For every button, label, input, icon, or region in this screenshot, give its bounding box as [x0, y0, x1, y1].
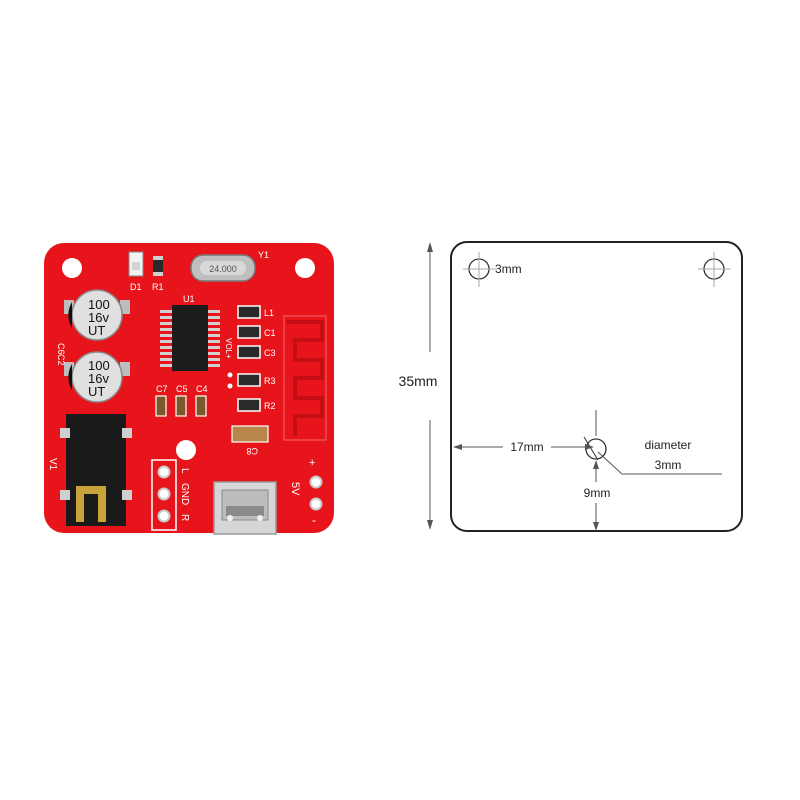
r1-label: R1: [152, 282, 164, 292]
right-components: [237, 305, 261, 412]
v1-label: V1: [47, 458, 58, 471]
pcb-board: D1 R1 24.000 Y1 U1 L1 C1 C3: [44, 243, 334, 535]
r3-label: R3: [264, 376, 276, 386]
hole-top-right: [698, 252, 731, 287]
height-dimension: [427, 242, 433, 530]
c8-component: [231, 425, 269, 443]
cap-c2-line3: UT: [88, 384, 105, 399]
cap-c6-line2: 16v: [88, 310, 109, 325]
led-label: D1: [130, 282, 142, 292]
plus-label: +: [309, 457, 315, 469]
micro-usb-port: [213, 481, 277, 535]
vertical-dimension: [593, 410, 599, 531]
antenna-trace: [287, 320, 324, 436]
horizontal-dimension: [453, 444, 594, 450]
diameter-label: diameter: [645, 438, 692, 452]
r2-label: R2: [264, 401, 276, 411]
c6-label: C6: [56, 343, 66, 355]
power-label: 5V: [289, 482, 301, 496]
cap-c2-line1: 100: [88, 358, 110, 373]
diameter-value: 3mm: [655, 458, 682, 472]
r1-resistor: [153, 256, 163, 276]
minus-label: -: [312, 513, 316, 527]
c8-label: C8: [246, 446, 258, 456]
l1-label: L1: [264, 308, 274, 318]
c5-label: C5: [176, 384, 188, 394]
hole-size-label: 3mm: [495, 262, 522, 276]
ic-chip: [172, 305, 208, 371]
c3-label: C3: [264, 348, 276, 358]
pin-r-label: R: [179, 514, 190, 521]
capacitor-c6: 100 16v UT: [64, 289, 130, 341]
cap-c6-line1: 100: [88, 297, 110, 312]
hole-top-left: [463, 252, 497, 287]
diameter-leader: [597, 451, 623, 475]
cap-c2-line2: 16v: [88, 371, 109, 386]
dimension-drawing: 3mm 35mm 17mm: [399, 241, 743, 532]
pin-l-label: L: [179, 468, 190, 474]
ic-label: U1: [183, 294, 195, 304]
c2-label: C2: [56, 354, 66, 366]
mounting-hole-top-left: [62, 258, 82, 278]
c1-label: C1: [264, 328, 276, 338]
capacitor-c2: 100 16v UT: [64, 351, 130, 403]
crystal-value: 24.000: [209, 264, 237, 274]
board-outline: [450, 241, 743, 532]
cap-c6-line3: UT: [88, 323, 105, 338]
height-label: 35mm: [399, 373, 438, 389]
c4-label: C4: [196, 384, 208, 394]
ic-pins: [160, 310, 220, 367]
audio-pin-block: [151, 459, 177, 531]
vol-label: VOL+: [224, 338, 233, 359]
pin-gnd-label: GND: [179, 483, 190, 505]
small-caps: [155, 395, 207, 417]
mounting-hole-top-right: [295, 258, 315, 278]
vertical-label: 9mm: [584, 486, 611, 500]
mounting-hole-center: [176, 440, 196, 460]
audio-jack: [60, 414, 132, 526]
c7-label: C7: [156, 384, 168, 394]
horizontal-label: 17mm: [510, 440, 543, 454]
crystal-label: Y1: [258, 250, 269, 260]
